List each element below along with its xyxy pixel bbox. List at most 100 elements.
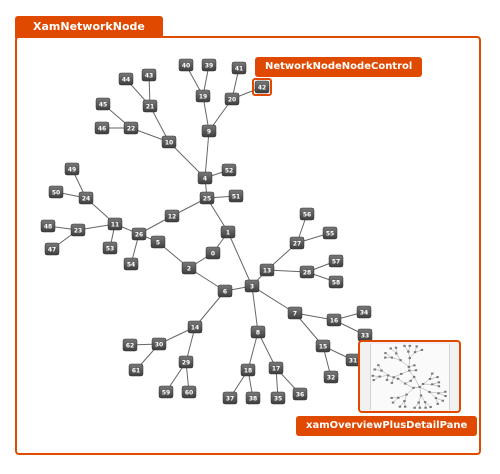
- network-node-58[interactable]: 58: [328, 275, 344, 289]
- network-node-24[interactable]: 24: [78, 191, 94, 205]
- network-node-60[interactable]: 60: [181, 385, 197, 399]
- network-node-13[interactable]: 13: [259, 263, 275, 277]
- network-node-15[interactable]: 15: [315, 339, 331, 353]
- overview-edge: [393, 373, 402, 378]
- network-node-2[interactable]: 2: [181, 261, 197, 275]
- network-node-40[interactable]: 40: [178, 58, 194, 72]
- network-node-29[interactable]: 29: [178, 355, 194, 369]
- node-label: 21: [146, 104, 154, 111]
- network-node-41[interactable]: 41: [231, 61, 247, 75]
- network-node-52[interactable]: 52: [221, 163, 237, 177]
- node-box: [328, 254, 344, 268]
- window-tab-title[interactable]: XamNetworkNode: [15, 16, 163, 38]
- overview-edge: [408, 351, 411, 359]
- network-node-39[interactable]: 39: [201, 58, 217, 72]
- network-node-42[interactable]: 42: [252, 78, 272, 96]
- overview-node: [444, 395, 447, 398]
- network-node-10[interactable]: 10: [161, 135, 177, 149]
- overview-edge: [379, 375, 389, 377]
- node-box: [94, 121, 110, 135]
- node-box: [123, 121, 139, 135]
- node-box: [158, 385, 174, 399]
- network-node-4[interactable]: 4: [197, 171, 213, 185]
- network-node-35[interactable]: 35: [270, 391, 286, 405]
- node-box: [231, 61, 247, 75]
- network-node-21[interactable]: 21: [142, 99, 158, 113]
- overview-node: [437, 392, 440, 395]
- overview-node: [371, 374, 375, 377]
- overview-node: [384, 352, 387, 355]
- network-node-49[interactable]: 49: [64, 162, 80, 176]
- network-node-34[interactable]: 34: [356, 305, 372, 319]
- overview-edge: [408, 358, 411, 367]
- overview-node: [403, 344, 406, 347]
- node-box: [287, 306, 303, 320]
- overview-edge: [405, 383, 414, 389]
- network-node-43[interactable]: 43: [141, 68, 157, 82]
- overview-node: [395, 352, 398, 355]
- network-node-3[interactable]: 3: [244, 279, 260, 293]
- overview-node: [420, 348, 424, 351]
- overview-plus-detail-pane[interactable]: [358, 340, 461, 413]
- node-label: 33: [361, 333, 369, 340]
- network-node-53[interactable]: 53: [102, 241, 118, 255]
- node-label: 0: [211, 251, 215, 258]
- network-node-32[interactable]: 32: [323, 370, 339, 384]
- node-label: 57: [332, 259, 340, 266]
- network-node-30[interactable]: 30: [151, 337, 167, 351]
- network-node-59[interactable]: 59: [158, 385, 174, 399]
- overview-viewport[interactable]: [370, 344, 450, 410]
- network-node-57[interactable]: 57: [328, 254, 344, 268]
- network-node-36[interactable]: 36: [292, 387, 308, 401]
- overview-edge: [418, 395, 422, 403]
- overview-edge: [409, 370, 415, 378]
- network-node-8[interactable]: 8: [250, 325, 266, 339]
- network-node-54[interactable]: 54: [123, 257, 139, 271]
- network-node-61[interactable]: 61: [128, 363, 144, 377]
- network-node-12[interactable]: 12: [164, 209, 180, 223]
- node-label: 50: [52, 190, 60, 197]
- network-node-47[interactable]: 47: [44, 242, 60, 256]
- network-node-18[interactable]: 18: [240, 363, 256, 377]
- overview-edge: [401, 370, 410, 375]
- network-node-1[interactable]: 1: [220, 225, 236, 239]
- network-node-37[interactable]: 37: [222, 391, 238, 405]
- overview-node: [419, 394, 423, 397]
- node-label: 32: [327, 375, 335, 382]
- network-node-11[interactable]: 11: [107, 217, 123, 231]
- node-box: [128, 363, 144, 377]
- node-box: [356, 305, 372, 319]
- node-box: [150, 235, 166, 249]
- network-node-44[interactable]: 44: [118, 72, 134, 86]
- node-label: 44: [122, 77, 130, 84]
- network-node-28[interactable]: 28: [299, 265, 315, 279]
- overview-edge: [396, 353, 401, 361]
- network-node-17[interactable]: 17: [268, 361, 284, 375]
- network-node-48[interactable]: 48: [40, 219, 56, 233]
- network-node-7[interactable]: 7: [287, 306, 303, 320]
- network-node-25[interactable]: 25: [199, 191, 215, 205]
- network-node-55[interactable]: 55: [322, 226, 338, 240]
- network-node-14[interactable]: 14: [187, 320, 203, 334]
- network-node-38[interactable]: 38: [245, 391, 261, 405]
- network-node-45[interactable]: 45: [95, 97, 111, 111]
- network-node-50[interactable]: 50: [48, 185, 64, 199]
- network-node-56[interactable]: 56: [299, 207, 315, 221]
- network-node-19[interactable]: 19: [195, 89, 211, 103]
- network-node-51[interactable]: 51: [228, 189, 244, 203]
- network-node-9[interactable]: 9: [201, 124, 217, 138]
- network-node-27[interactable]: 27: [289, 236, 305, 250]
- network-node-20[interactable]: 20: [224, 92, 240, 106]
- network-node-62[interactable]: 62: [122, 338, 138, 352]
- network-node-0[interactable]: 0: [205, 246, 221, 260]
- network-node-16[interactable]: 16: [326, 313, 342, 327]
- network-node-26[interactable]: 26: [131, 227, 147, 241]
- overview-edge: [429, 391, 437, 399]
- network-node-5[interactable]: 5: [150, 235, 166, 249]
- network-node-46[interactable]: 46: [94, 121, 110, 135]
- network-node-23[interactable]: 23: [70, 223, 86, 237]
- network-node-6[interactable]: 6: [217, 284, 233, 298]
- network-node-22[interactable]: 22: [123, 121, 139, 135]
- node-label: 5: [156, 240, 160, 247]
